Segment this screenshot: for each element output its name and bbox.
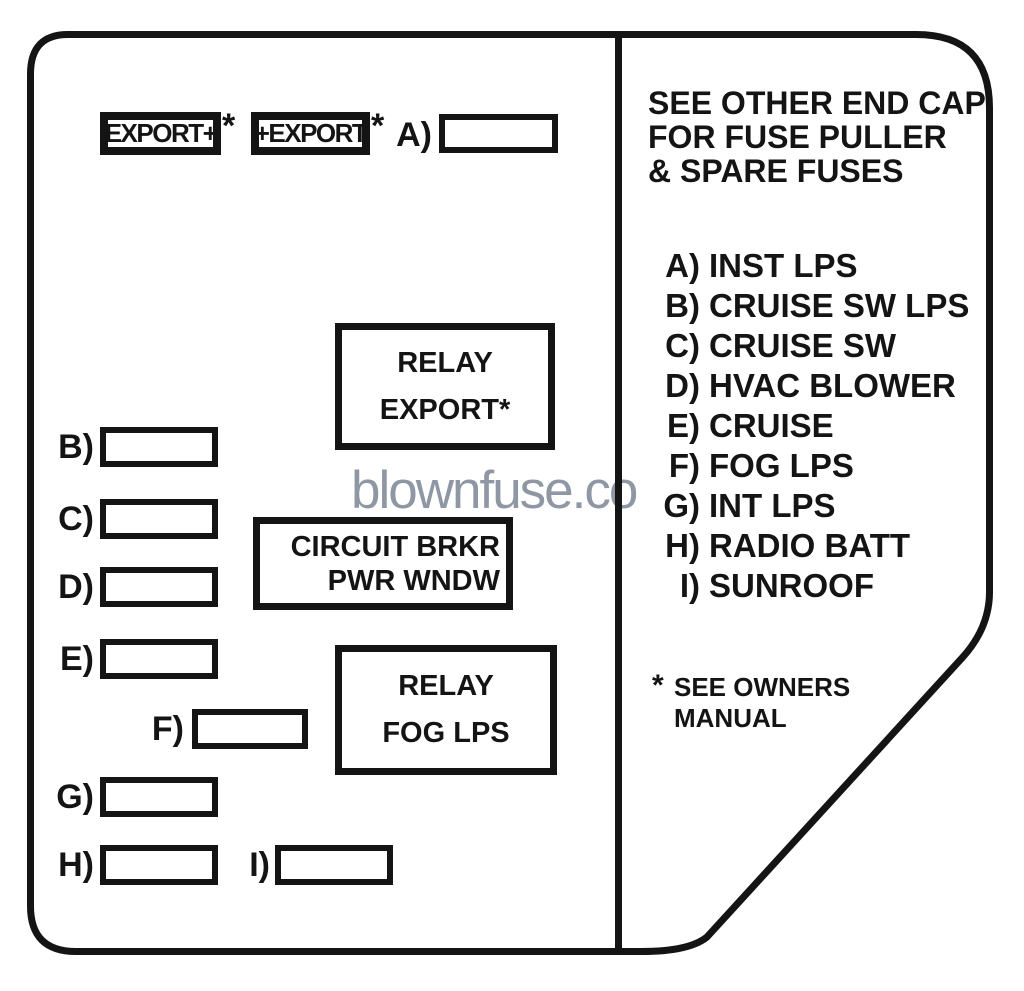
legend-note-line: SEE OTHER END CAP	[648, 85, 986, 121]
legend-item-c: C) CRUISE SW	[650, 326, 969, 366]
legend-note: SEE OTHER END CAP FOR FUSE PULLER & SPAR…	[648, 86, 986, 188]
fuse-slot-e	[100, 639, 218, 679]
circuit-breaker-box: CIRCUIT BRKR PWR WNDW	[253, 517, 513, 610]
fuse-slot-g	[100, 777, 218, 817]
legend-item-letter: F)	[668, 447, 700, 484]
legend-item-e: E) CRUISE	[650, 406, 969, 446]
legend-item-label: CRUISE SW LPS	[709, 287, 970, 324]
fuse-slot-c	[100, 499, 218, 539]
export-plus-box: EXPORT+	[100, 112, 221, 155]
slot-f-letter: F)	[151, 710, 184, 748]
legend-item-i: I) SUNROOF	[650, 566, 969, 606]
legend-item-f: F) FOG LPS	[650, 446, 969, 486]
fuse-slot-i	[275, 845, 393, 885]
asterisk-icon: *	[652, 669, 664, 702]
fuse-slot-f	[192, 709, 308, 749]
legend-item-label: INT LPS	[709, 487, 836, 524]
legend-item-label: RADIO BATT	[709, 527, 911, 564]
legend-item-label: INST LPS	[709, 247, 858, 284]
slot-h-letter: H)	[58, 846, 94, 884]
legend-item-letter: I)	[679, 567, 700, 604]
footnote-line: SEE OWNERS	[674, 672, 851, 702]
slot-e-letter: E)	[60, 640, 94, 678]
circuit-breaker-line1: CIRCUIT BRKR	[290, 530, 500, 563]
legend-item-label: SUNROOF	[709, 567, 874, 604]
relay-export-line2: EXPORT*	[379, 393, 511, 426]
legend-item-letter: C)	[665, 327, 700, 364]
plus-export-box: +EXPORT	[251, 112, 370, 155]
slot-c-letter: C)	[58, 500, 94, 538]
legend-item-label: CRUISE	[709, 407, 834, 444]
legend-item-h: H) RADIO BATT	[650, 526, 969, 566]
fuse-slot-d	[100, 567, 218, 607]
legend-item-label: HVAC BLOWER	[709, 367, 956, 404]
relay-fog-line1: RELAY	[398, 670, 494, 702]
legend-item-d: D) HVAC BLOWER	[650, 366, 969, 406]
legend-item-label: CRUISE SW	[709, 327, 897, 364]
slot-a-letter: A)	[396, 116, 432, 154]
footnote-text: SEE OWNERS MANUAL	[674, 672, 850, 734]
relay-fog-line2: FOG LPS	[382, 717, 510, 749]
legend-item-a: A) INST LPS	[650, 246, 969, 286]
footnote-line: MANUAL	[674, 703, 787, 733]
fuse-slot-h	[100, 845, 218, 885]
asterisk-mark: *	[222, 107, 236, 145]
relay-export-line1: RELAY	[397, 346, 493, 379]
relay-fog-lps-box: RELAY FOG LPS	[335, 645, 557, 775]
slot-i-letter: I)	[249, 846, 270, 884]
fuse-slot-a	[439, 114, 558, 153]
legend-item-letter: H)	[665, 527, 700, 564]
legend-item-letter: A)	[665, 247, 700, 284]
legend-list: A) INST LPS B) CRUISE SW LPS C) CRUISE S…	[650, 246, 969, 606]
slot-g-letter: G)	[56, 778, 94, 816]
slot-d-letter: D)	[58, 568, 94, 606]
slot-b-letter: B)	[58, 428, 94, 466]
fuse-slot-b	[100, 427, 218, 467]
legend-item-g: G) INT LPS	[650, 486, 969, 526]
legend-item-letter: G)	[663, 487, 700, 524]
legend-note-line: FOR FUSE PULLER	[648, 119, 947, 155]
owners-manual-footnote: * SEE OWNERS MANUAL	[652, 669, 850, 734]
legend-item-letter: E)	[667, 407, 700, 444]
legend-item-label: FOG LPS	[709, 447, 854, 484]
legend-note-line: & SPARE FUSES	[648, 153, 904, 189]
legend-item-letter: B)	[665, 287, 700, 324]
relay-export-box: RELAY EXPORT*	[335, 323, 555, 450]
circuit-breaker-line2: PWR WNDW	[327, 564, 500, 597]
legend-item-b: B) CRUISE SW LPS	[650, 286, 969, 326]
legend-item-letter: D)	[665, 367, 700, 404]
